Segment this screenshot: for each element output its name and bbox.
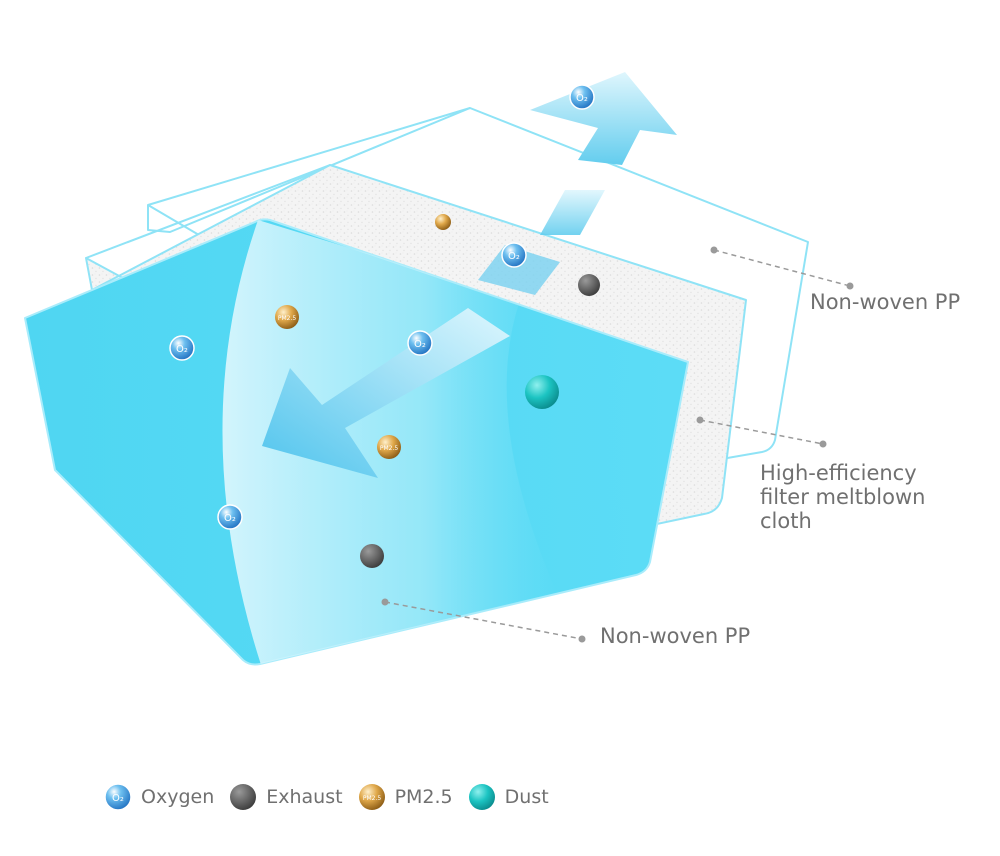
svg-text:O₂: O₂ [176,344,188,355]
legend-item-exhaust: Exhaust [228,782,343,812]
svg-text:O₂: O₂ [112,793,124,804]
oxygen-particle: O₂ [169,335,195,361]
legend-item-dust: Dust [467,782,549,812]
dust-particle [525,375,559,409]
outflow-arrow [478,72,677,295]
legend-item-oxygen: O₂ Oxygen [103,782,214,812]
middle-layer-label: High-efficiency filter meltblown cloth [760,461,926,533]
exhaust-particle [360,544,384,568]
svg-text:PM2.5: PM2.5 [380,445,399,452]
legend-label: Oxygen [141,786,215,808]
legend-label: PM2.5 [394,786,453,808]
svg-text:PM2.5: PM2.5 [362,795,381,802]
dust-icon [468,784,495,810]
leader-lines [384,249,851,640]
legend-label: Dust [504,786,549,808]
svg-text:O₂: O₂ [414,339,426,350]
svg-text:O₂: O₂ [224,513,236,524]
svg-text:O₂: O₂ [508,251,520,262]
outer-layer-label: Non-woven PP [810,290,961,314]
svg-text:PM2.5: PM2.5 [278,315,297,322]
legend-item-pm25: PM2.5 PM2.5 [357,782,453,812]
inflow-arrow [262,308,510,478]
oxygen-particle: O₂ [407,330,433,356]
oxygen-icon: O₂ [104,783,132,811]
oxygen-particle: O₂ [569,84,595,110]
exhaust-icon [230,784,257,810]
exhaust-particle [578,274,600,296]
pm25-particle [435,214,451,230]
legend: O₂ Oxygen Exhaust PM2.5 PM2.5 Dust [103,781,563,813]
oxygen-particle: O₂ [501,242,527,268]
pm25-particle: PM2.5 [377,435,401,459]
pm25-particle: PM2.5 [275,305,299,329]
pm25-icon: PM2.5 [358,784,385,810]
legend-label: Exhaust [266,786,343,808]
svg-text:O₂: O₂ [576,93,588,104]
inner-layer-label: Non-woven PP [600,624,751,648]
oxygen-particle: O₂ [217,504,243,530]
